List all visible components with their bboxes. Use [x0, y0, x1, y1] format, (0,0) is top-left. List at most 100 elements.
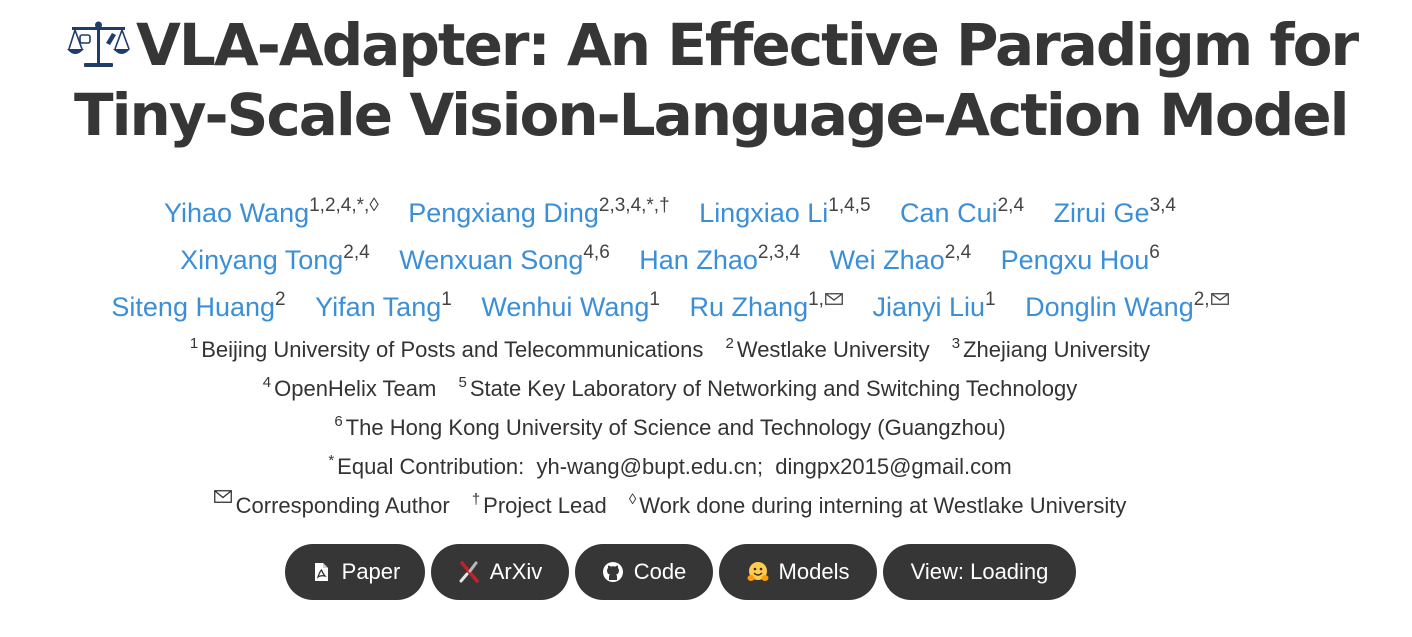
author-name[interactable]: Wei Zhao — [829, 245, 945, 275]
page-title: VLA-Adapter: An Effective Paradigm for T… — [66, 10, 1366, 150]
author-name[interactable]: Can Cui — [900, 198, 998, 228]
author-name[interactable]: Wenxuan Song — [399, 245, 584, 275]
code-button-label: Code — [633, 559, 687, 584]
affiliation-number: 5 — [458, 374, 467, 391]
note-text: Equal Contribution: yh-wang@bupt.edu.cn;… — [337, 454, 1012, 479]
note-symbol: † — [471, 491, 481, 508]
title-line-1: VLA-Adapter: An Effective Paradigm for — [136, 11, 1359, 79]
author-affiliation-sup: 2,4 — [343, 242, 370, 263]
author-affiliation-sup: 4,6 — [583, 242, 610, 263]
author-affiliation-sup: 2,4 — [944, 242, 972, 263]
arxiv-button[interactable]: ArXiv — [431, 544, 569, 600]
equal-contribution-note: *Equal Contribution: yh-wang@bupt.edu.cn… — [0, 447, 1340, 486]
author-han-zhao[interactable]: Han Zhao2,3,4 — [639, 237, 800, 284]
author-affiliation-sup: 2,4 — [997, 195, 1025, 216]
author-name[interactable]: Xinyang Tong — [180, 245, 344, 275]
author-affiliation-sup: 1, — [808, 289, 843, 310]
view-counter-label: View: Loading — [910, 559, 1049, 584]
author-line-3: Siteng Huang2 Yifan Tang1 Wenhui Wang1 R… — [0, 284, 1340, 331]
author-siteng-huang[interactable]: Siteng Huang2 — [111, 284, 285, 331]
author-can-cui[interactable]: Can Cui2,4 — [900, 190, 1024, 237]
author-zirui-ge[interactable]: Zirui Ge3,4 — [1054, 190, 1176, 237]
author-affiliation-sup: 2, — [1194, 289, 1229, 310]
affiliation-text: Zhejiang University — [963, 337, 1151, 362]
author-name[interactable]: Yifan Tang — [315, 292, 442, 322]
envelope-icon — [213, 490, 232, 503]
affiliation-number: 2 — [725, 335, 734, 352]
github-icon — [602, 562, 623, 582]
author-affiliation-sup: 3,4 — [1149, 195, 1176, 216]
affiliation-text: Beijing University of Posts and Telecomm… — [201, 337, 704, 362]
author-name[interactable]: Pengxu Hou — [1000, 245, 1150, 275]
affiliation-text: OpenHelix Team — [274, 376, 437, 401]
author-name[interactable]: Zirui Ge — [1053, 198, 1150, 228]
affiliation-number: 4 — [262, 374, 272, 391]
author-affiliation-sup-text: 2, — [1193, 289, 1210, 310]
author-affiliation-sup: 1,2,4,*,◊ — [309, 195, 379, 216]
author-yihao-wang[interactable]: Yihao Wang1,2,4,*,◊ — [164, 190, 379, 237]
author-pengxiang-ding[interactable]: Pengxiang Ding2,3,4,*,† — [408, 190, 669, 237]
author-xinyang-tong[interactable]: Xinyang Tong2,4 — [180, 237, 370, 284]
arxiv-icon — [459, 561, 479, 583]
author-affiliation-sup: 1 — [985, 289, 996, 310]
interning-note: ◊Work done during interning at Westlake … — [629, 486, 1127, 525]
author-pengxu-hou[interactable]: Pengxu Hou6 — [1001, 237, 1160, 284]
note-text: Corresponding Author — [235, 493, 450, 518]
author-name[interactable]: Jianyi Liu — [872, 292, 986, 322]
author-wenhui-wang[interactable]: Wenhui Wang1 — [481, 284, 660, 331]
author-affiliation-sup-text: 1, — [808, 289, 824, 310]
models-button-label: Models — [778, 559, 850, 584]
note-symbol: * — [328, 452, 335, 469]
hugging-face-icon — [747, 562, 769, 581]
note-text: Project Lead — [483, 493, 607, 518]
author-name[interactable]: Ru Zhang — [689, 292, 809, 322]
author-wenxuan-song[interactable]: Wenxuan Song4,6 — [399, 237, 610, 284]
author-list: Yihao Wang1,2,4,*,◊ Pengxiang Ding2,3,4,… — [0, 190, 1340, 331]
robot-scale-icon — [67, 21, 130, 67]
envelope-icon — [1210, 293, 1229, 305]
author-name[interactable]: Wenhui Wang — [481, 292, 650, 322]
author-affiliation-sup: 2,3,4,*,† — [598, 195, 670, 216]
author-affiliation-sup: 2,3,4 — [757, 242, 801, 263]
author-affiliation-sup: 6 — [1149, 242, 1160, 263]
affiliation-number: 3 — [951, 335, 961, 352]
author-jianyi-liu[interactable]: Jianyi Liu1 — [872, 284, 995, 331]
title-line-2: Tiny-Scale Vision-Language-Action Model — [74, 81, 1349, 149]
project-lead-note: †Project Lead — [472, 486, 607, 525]
author-wei-zhao[interactable]: Wei Zhao2,4 — [830, 237, 971, 284]
author-name[interactable]: Siteng Huang — [111, 292, 276, 322]
author-line-1: Yihao Wang1,2,4,*,◊ Pengxiang Ding2,3,4,… — [0, 190, 1340, 237]
note-text: Work done during interning at Westlake U… — [639, 493, 1127, 518]
author-name[interactable]: Donglin Wang — [1025, 292, 1194, 322]
pdf-file-icon — [314, 563, 328, 581]
author-name[interactable]: Yihao Wang — [164, 198, 310, 228]
author-name[interactable]: Han Zhao — [639, 245, 758, 275]
corresponding-author-note: Corresponding Author — [213, 486, 450, 525]
paper-button[interactable]: Paper — [285, 544, 425, 600]
affiliation-text: The Hong Kong University of Science and … — [345, 415, 1006, 440]
models-button[interactable]: Models — [719, 544, 877, 600]
affiliation-text: State Key Laboratory of Networking and S… — [469, 376, 1078, 401]
author-yifan-tang[interactable]: Yifan Tang1 — [315, 284, 452, 331]
link-buttons: Paper ArXiv Code — [285, 544, 1076, 600]
author-lingxiao-li[interactable]: Lingxiao Li1,4,5 — [699, 190, 870, 237]
author-affiliation-sup: 1 — [649, 289, 660, 310]
author-notes: Corresponding Author †Project Lead ◊Work… — [0, 486, 1340, 525]
code-button[interactable]: Code — [575, 544, 713, 600]
author-name[interactable]: Pengxiang Ding — [408, 198, 599, 228]
author-donglin-wang[interactable]: Donglin Wang2, — [1025, 284, 1229, 331]
view-counter-button[interactable]: View: Loading — [883, 544, 1076, 600]
author-affiliation-sup: 1 — [441, 289, 452, 310]
author-ru-zhang[interactable]: Ru Zhang1, — [690, 284, 843, 331]
equal-contribution: *Equal Contribution: yh-wang@bupt.edu.cn… — [328, 447, 1011, 486]
author-name[interactable]: Lingxiao Li — [699, 198, 829, 228]
